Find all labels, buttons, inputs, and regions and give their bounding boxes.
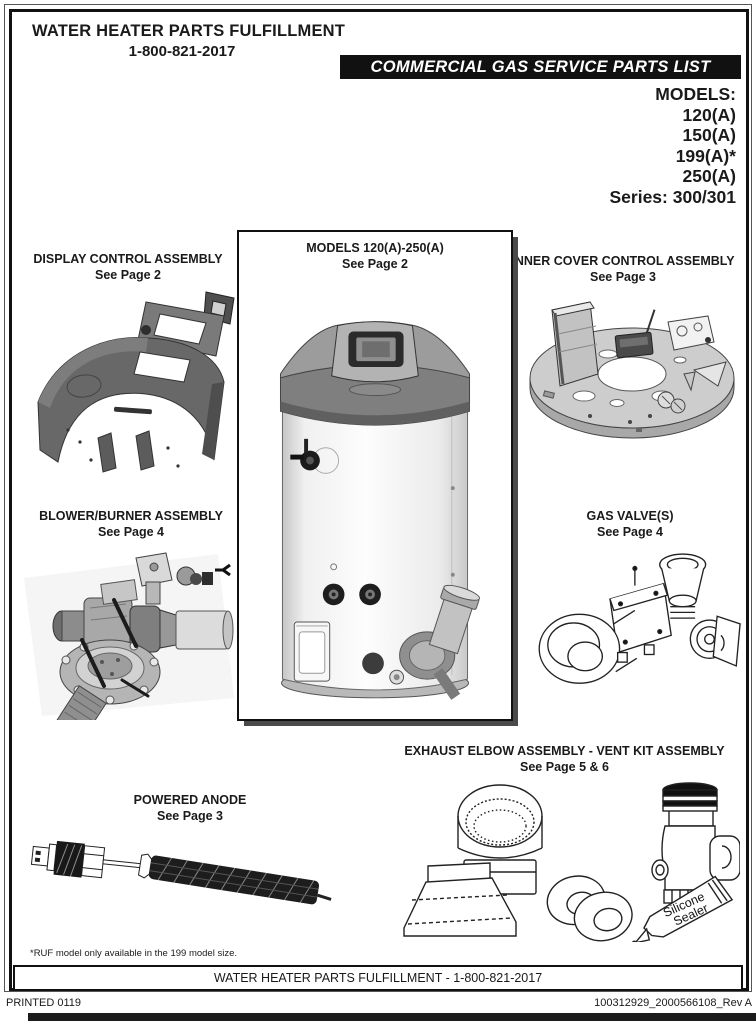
label-inner-cover-page: See Page 3 xyxy=(589,270,656,285)
water-heater-illustration xyxy=(279,321,481,700)
label-display-control: DISPLAY CONTROL ASSEMBLY See Page 2 xyxy=(22,251,234,284)
label-inner-cover: INNER COVER CONTROL ASSEMBLY See Page 3 xyxy=(507,253,739,286)
models-label: MODELS: xyxy=(655,84,736,104)
powered-anode-illustration xyxy=(30,840,332,905)
label-gas-valve-page: See Page 4 xyxy=(596,525,663,540)
label-inner-cover-title: INNER COVER CONTROL ASSEMBLY xyxy=(511,254,735,268)
label-display-control-page: See Page 2 xyxy=(94,268,161,283)
label-blower-burner-title: BLOWER/BURNER ASSEMBLY xyxy=(39,509,223,523)
center-model-box: MODELS 120(A)-250(A) See Page 2 xyxy=(237,230,513,721)
label-center-unit-page: See Page 2 xyxy=(341,257,408,272)
document-number: 100312929_2000566108_Rev A xyxy=(594,997,752,1009)
printed-date: PRINTED 0119 xyxy=(6,997,81,1009)
label-gas-valve-title: GAS VALVE(S) xyxy=(586,509,674,523)
vent-kit-illustration: Silicone Sealer xyxy=(403,782,740,942)
banner: COMMERCIAL GAS SERVICE PARTS LIST xyxy=(340,55,741,79)
bottom-bar xyxy=(28,1013,756,1021)
phone-number: 1-800-821-2017 xyxy=(128,43,236,60)
label-blower-burner-page: See Page 4 xyxy=(97,525,164,540)
label-exhaust-vent-title: EXHAUST ELBOW ASSEMBLY - VENT KIT ASSEMB… xyxy=(404,744,725,758)
models-list: MODELS: 120(A) 150(A) 199(A)* 250(A) Ser… xyxy=(610,84,737,207)
label-blower-burner: BLOWER/BURNER ASSEMBLY See Page 4 xyxy=(25,508,237,541)
label-exhaust-vent: EXHAUST ELBOW ASSEMBLY - VENT KIT ASSEMB… xyxy=(387,743,742,776)
label-exhaust-vent-page: See Page 5 & 6 xyxy=(520,760,609,775)
label-powered-anode-page: See Page 3 xyxy=(156,809,223,824)
model-item: 250(A) xyxy=(682,166,737,186)
blower-burner-illustration xyxy=(24,552,234,720)
models-series: Series: 300/301 xyxy=(609,186,737,207)
footnote: *RUF model only available in the 199 mod… xyxy=(30,948,237,959)
label-center-unit: MODELS 120(A)-250(A) See Page 2 xyxy=(239,240,511,273)
model-item: 199(A)* xyxy=(675,145,736,166)
display-control-illustration xyxy=(37,291,235,473)
footer-bar: WATER HEATER PARTS FULFILLMENT - 1-800-8… xyxy=(13,965,743,991)
model-item: 150(A) xyxy=(682,125,737,145)
model-item: 120(A) xyxy=(682,104,737,125)
inner-cover-illustration xyxy=(529,301,735,439)
label-powered-anode-title: POWERED ANODE xyxy=(133,793,247,807)
page-title: WATER HEATER PARTS FULFILLMENT xyxy=(32,22,346,40)
label-display-control-title: DISPLAY CONTROL ASSEMBLY xyxy=(33,252,223,266)
gas-valve-illustration xyxy=(538,553,741,684)
label-powered-anode: POWERED ANODE See Page 3 xyxy=(85,792,295,825)
page-border-outer xyxy=(4,4,752,992)
label-center-unit-title: MODELS 120(A)-250(A) xyxy=(306,241,444,255)
label-gas-valve: GAS VALVE(S) See Page 4 xyxy=(530,508,730,541)
